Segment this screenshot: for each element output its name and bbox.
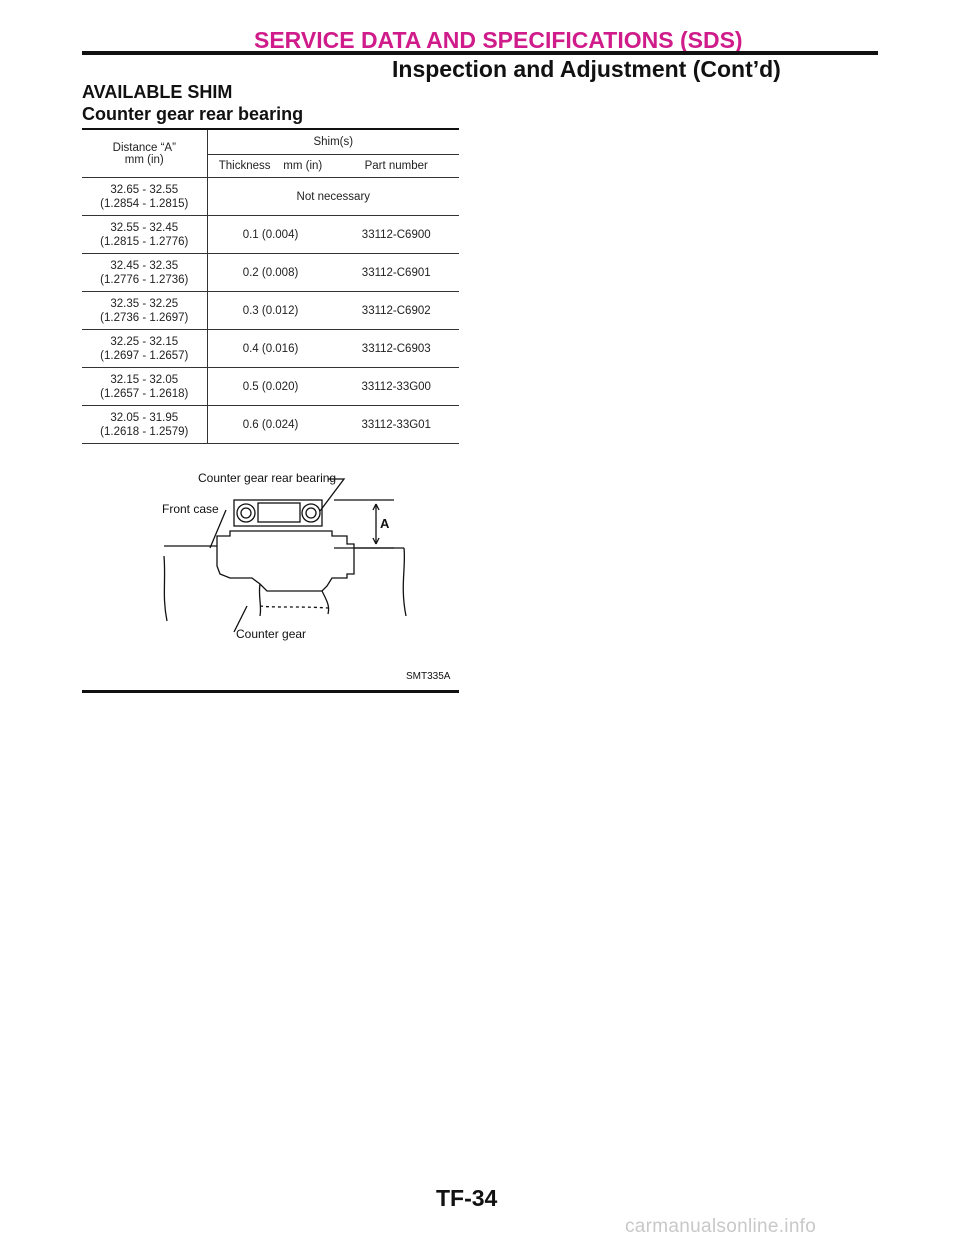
table-row: 32.05 - 31.95 (1.2618 - 1.2579) 0.6 (0.0… — [82, 405, 459, 444]
section-subtitle: Counter gear rear bearing — [82, 104, 304, 124]
distance-in: (1.2854 - 1.2815) — [100, 197, 189, 210]
table-top-rule — [82, 128, 459, 130]
section-category-title: SERVICE DATA AND SPECIFICATIONS (SDS) — [254, 27, 743, 53]
section-title: AVAILABLE SHIM — [82, 82, 233, 102]
distance-mm: 32.15 - 32.05 — [110, 373, 179, 386]
distance-in: (1.2697 - 1.2657) — [100, 349, 189, 362]
table-row: 32.35 - 32.25 (1.2736 - 1.2697) 0.3 (0.0… — [82, 291, 459, 330]
page-subtitle: Inspection and Adjustment (Cont’d) — [392, 56, 781, 82]
distance-mm: 32.35 - 32.25 — [110, 297, 179, 310]
distance-cell: 32.65 - 32.55 (1.2854 - 1.2815) — [82, 177, 208, 216]
table-row: 32.65 - 32.55 (1.2854 - 1.2815) Not nece… — [82, 177, 459, 216]
thickness-cell: 0.1 (0.004) — [207, 215, 334, 254]
label-counter-gear: Counter gear — [236, 627, 306, 641]
part-number-header: Part number — [333, 154, 459, 178]
thickness-header: Thickness mm (in) — [207, 154, 334, 178]
distance-in: (1.2815 - 1.2776) — [100, 235, 189, 248]
label-counter-gear-rear-bearing: Counter gear rear bearing — [198, 471, 336, 485]
thickness-cell: 0.2 (0.008) — [207, 253, 334, 292]
distance-cell: 32.45 - 32.35 (1.2776 - 1.2736) — [82, 253, 208, 292]
shim-group-header: Shim(s) — [207, 130, 459, 155]
part-number-cell: 33112-C6903 — [333, 329, 459, 368]
table-row: 32.45 - 32.35 (1.2776 - 1.2736) 0.2 (0.0… — [82, 253, 459, 292]
label-front-case: Front case — [162, 502, 219, 516]
thickness-cell: 0.5 (0.020) — [207, 367, 334, 406]
figure-bottom-rule — [82, 690, 459, 693]
part-number-cell: 33112-C6901 — [333, 253, 459, 292]
distance-mm: 32.45 - 32.35 — [110, 259, 179, 272]
header-rule — [82, 51, 878, 55]
table-row: 32.25 - 32.15 (1.2697 - 1.2657) 0.4 (0.0… — [82, 329, 459, 368]
distance-cell: 32.55 - 32.45 (1.2815 - 1.2776) — [82, 215, 208, 254]
distance-mm: 32.05 - 31.95 — [110, 411, 179, 424]
distance-in: (1.2657 - 1.2618) — [100, 387, 189, 400]
distance-in: (1.2736 - 1.2697) — [100, 311, 189, 324]
thickness-cell: 0.4 (0.016) — [207, 329, 334, 368]
distance-in: (1.2776 - 1.2736) — [100, 273, 189, 286]
distance-header-line1: Distance “A” — [112, 141, 176, 154]
distance-cell: 32.05 - 31.95 (1.2618 - 1.2579) — [82, 405, 208, 444]
shim-table: Distance “A” mm (in) Shim(s) Thickness m… — [82, 130, 459, 444]
distance-cell: 32.35 - 32.25 (1.2736 - 1.2697) — [82, 291, 208, 330]
distance-header-line2: mm (in) — [124, 153, 164, 166]
distance-in: (1.2618 - 1.2579) — [100, 425, 189, 438]
distance-mm: 32.55 - 32.45 — [110, 221, 179, 234]
thickness-cell: 0.3 (0.012) — [207, 291, 334, 330]
distance-header-cell: Distance “A” mm (in) — [82, 130, 208, 178]
thickness-cell: 0.6 (0.024) — [207, 405, 334, 444]
bearing-diagram: Counter gear rear bearing Front case A C… — [162, 471, 407, 641]
table-row: 32.15 - 32.05 (1.2657 - 1.2618) 0.5 (0.0… — [82, 367, 459, 406]
distance-cell: 32.25 - 32.15 (1.2697 - 1.2657) — [82, 329, 208, 368]
label-distance-a: A — [380, 516, 390, 531]
page-number: TF-34 — [436, 1185, 498, 1211]
distance-mm: 32.65 - 32.55 — [110, 183, 179, 196]
figure-code: SMT335A — [406, 671, 451, 682]
part-number-cell: 33112-C6902 — [333, 291, 459, 330]
part-number-cell: 33112-33G00 — [333, 367, 459, 406]
part-number-cell: 33112-33G01 — [333, 405, 459, 444]
watermark: carmanualsonline.info — [625, 1216, 817, 1237]
not-necessary-cell: Not necessary — [207, 177, 459, 216]
distance-mm: 32.25 - 32.15 — [110, 335, 179, 348]
distance-cell: 32.15 - 32.05 (1.2657 - 1.2618) — [82, 367, 208, 406]
table-row: 32.55 - 32.45 (1.2815 - 1.2776) 0.1 (0.0… — [82, 215, 459, 254]
part-number-cell: 33112-C6900 — [333, 215, 459, 254]
